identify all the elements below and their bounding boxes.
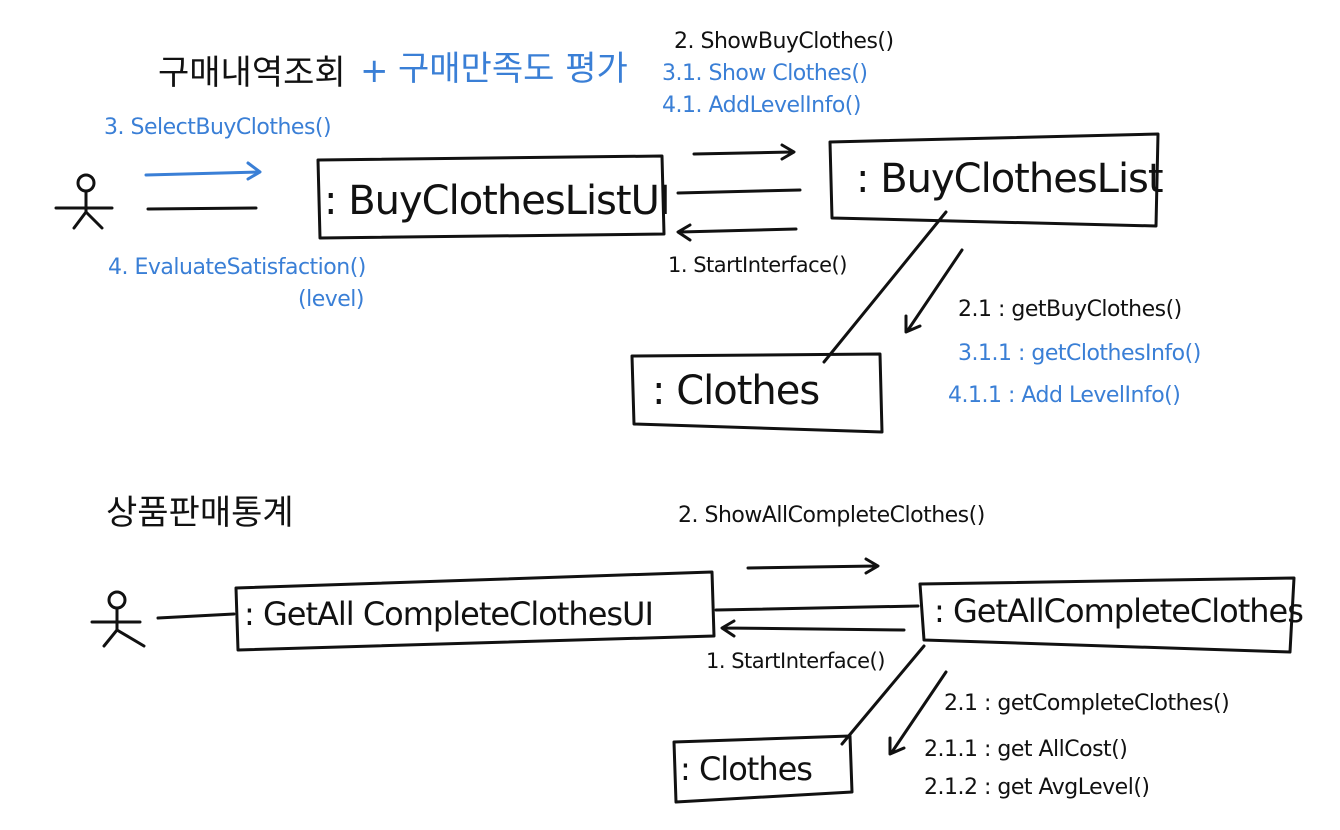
arrow-control-to-ui [676,223,798,242]
link-control-entity [822,210,948,364]
get-all-complete-clothes-box: : GetAllCompleteClothes [918,576,1304,654]
arrow-control-to-entity-2 [888,670,948,756]
msg-add-level-info: 4.1.1 : Add LevelInfo() [948,383,1180,408]
clothes-entity-label-2: : Clothes [680,750,812,788]
link-actor-ui-2 [156,612,236,620]
link-ui-control-2 [714,604,920,612]
get-all-complete-clothes-label: : GetAllCompleteClothes [934,592,1303,630]
buy-clothes-list-label: : BuyClothesList [856,156,1163,202]
arrow-control-to-ui-2 [720,619,906,638]
msg-get-buy-clothes: 2.1 : getBuyClothes() [958,297,1182,322]
arrow-ui-to-control [692,143,796,161]
diagram1-title: 구매내역조회 [158,53,346,93]
msg-show-buy-clothes: 2. ShowBuyClothes() [674,29,894,54]
msg-get-all-cost: 2.1.1 : get AllCost() [924,737,1127,762]
get-all-complete-clothes-ui-box: : GetAll CompleteClothesUI [234,570,716,652]
clothes-entity-label-1: : Clothes [652,368,819,414]
msg-evaluate-param: (level) [298,287,364,312]
arrow-control-to-entity [904,248,964,334]
msg-get-clothes-info: 3.1.1 : getClothesInfo() [958,341,1201,366]
link-control-entity-2 [840,644,926,746]
msg-add-level: 4.1. AddLevelInfo() [662,93,861,118]
diagram1-title-blue: 구매만족도 평가 [398,49,628,89]
diagram2-title: 상품판매통계 [106,493,294,533]
msg-get-avg-level: 2.1.2 : get AvgLevel() [924,775,1149,800]
msg-select-buy-clothes: 3. SelectBuyClothes() [104,115,331,140]
buy-clothes-list-box: : BuyClothesList [828,132,1164,228]
buy-clothes-list-ui-box: : BuyClothesListUI [316,154,671,240]
msg-show-all-complete-clothes: 2. ShowAllCompleteClothes() [678,503,985,528]
buy-clothes-list-ui-label: : BuyClothesListUI [324,178,670,224]
diagram-purchase-history: 구매내역조회 + 구매만족도 평가 3. SelectBuyClothes() … [54,29,1201,434]
diagram1-title-plus: + [360,51,389,91]
arrow-actor-to-ui [144,161,262,181]
clothes-entity-box-1: : Clothes [630,352,884,434]
msg-get-complete-clothes: 2.1 : getCompleteClothes() [944,691,1229,716]
clothes-entity-box-2: : Clothes [672,734,854,804]
msg-start-interface-2: 1. StartInterface() [706,649,885,673]
get-all-complete-clothes-ui-label: : GetAll CompleteClothesUI [244,595,653,633]
link-actor-ui [146,206,258,211]
diagram-sales-statistics: 상품판매통계 : GetAll CompleteClothesUI 2. Sho… [90,493,1304,804]
msg-show-clothes: 3.1. Show Clothes() [662,61,868,86]
link-ui-control [676,188,802,195]
arrow-ui-to-control-2 [746,557,880,575]
msg-evaluate-satisfaction: 4. EvaluateSatisfaction() [108,255,366,280]
actor-icon [90,590,146,648]
msg-start-interface-1: 1. StartInterface() [668,253,847,277]
actor-icon [54,173,114,230]
